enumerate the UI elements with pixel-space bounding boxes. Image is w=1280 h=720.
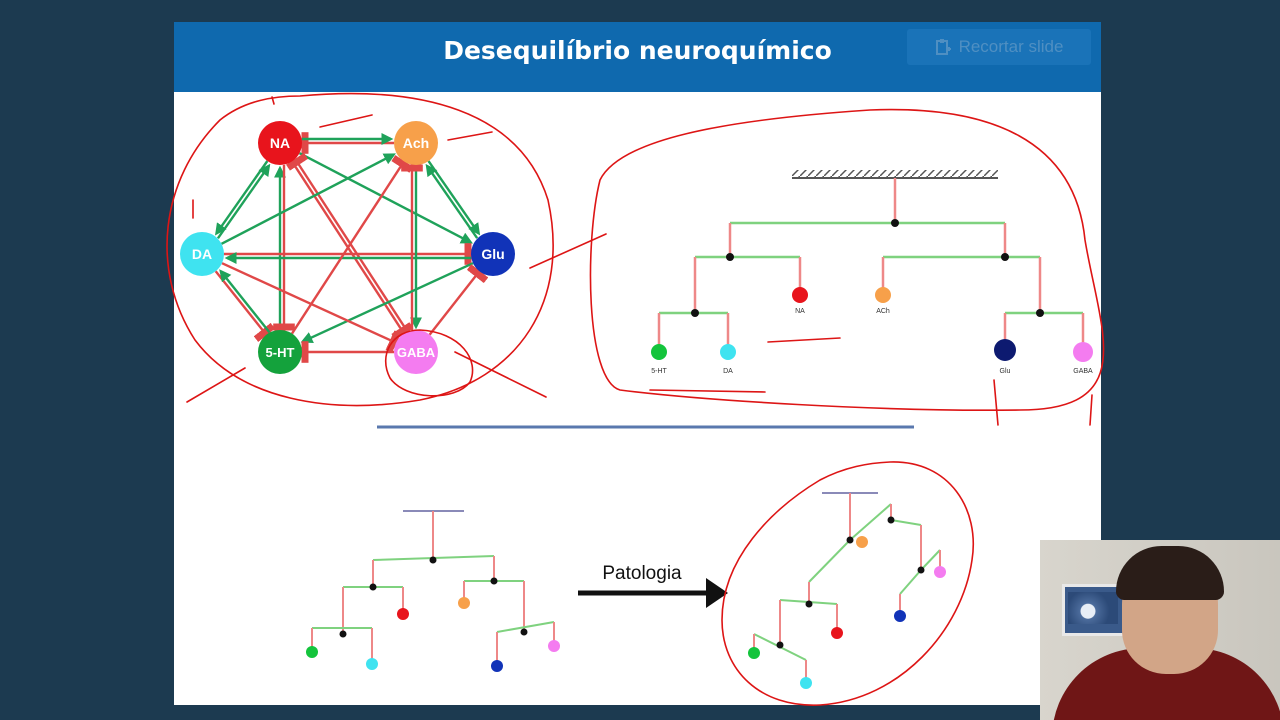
clip-slide-label: Recortar slide <box>958 37 1064 56</box>
dendrogram-root-bar <box>792 170 998 178</box>
leaf-label-5ht: 5-HT <box>651 368 667 375</box>
annotation-network-circle <box>166 92 554 407</box>
healthy-dendrogram: NA ACh 5-HT DA Glu GABA <box>651 170 1093 375</box>
pathological-dendrogram <box>753 492 941 682</box>
network-edges <box>214 132 489 363</box>
network-node-label-glu: Glu <box>481 246 504 262</box>
network-edge-5ht-to-ach <box>290 155 414 335</box>
network-node-da <box>180 232 224 276</box>
leaf-ach <box>875 287 891 303</box>
leaf-label-na: NA <box>795 308 805 315</box>
network-edge-da-to-gaba <box>221 262 402 353</box>
network-edge-na-to-da <box>214 160 269 236</box>
slide-title: Desequilíbrio neuroquímico <box>443 36 832 65</box>
clip-slide-icon <box>935 39 951 55</box>
network-node-label-5ht: 5-HT <box>266 345 295 360</box>
clip-slide-button[interactable]: Recortar slide <box>907 29 1091 65</box>
network-node-gaba <box>394 330 438 374</box>
leaf-label-glu: Glu <box>1000 368 1011 375</box>
leaf-label-ach: ACh <box>876 308 890 315</box>
network-node-glu <box>471 232 515 276</box>
network-node-ach <box>394 121 438 165</box>
leaf-glu <box>994 339 1016 361</box>
network-node-5ht <box>258 330 302 374</box>
leaf-5ht <box>651 344 667 360</box>
leaf-label-gaba: GABA <box>1073 368 1093 375</box>
leaf-da <box>720 344 736 360</box>
network-node-label-da: DA <box>192 246 212 262</box>
annotation-strokes <box>166 92 1105 706</box>
network-edge-ach-to-glu <box>427 160 481 236</box>
network-node-label-gaba: GABA <box>397 345 436 360</box>
pathology-label: Patologia <box>602 563 682 584</box>
leaf-gaba <box>1073 342 1093 362</box>
annotation-gaba-circle <box>385 329 474 397</box>
webcam-overlay <box>1040 540 1280 720</box>
pathological-dendrogram-nodes <box>748 516 946 689</box>
network-edge-na-to-glu <box>298 152 473 244</box>
slide-header: Desequilíbrio neuroquímico Recortar slid… <box>174 22 1101 92</box>
leaf-label-da: DA <box>723 368 733 375</box>
pathology-arrow: Patologia <box>578 563 728 608</box>
network-edge-gaba-to-glu <box>428 264 489 336</box>
leaf-na <box>792 287 808 303</box>
network-node-label-ach: Ach <box>403 135 429 151</box>
network-edge-da-to-ach <box>220 153 396 245</box>
network-edge-glu-to-5ht <box>300 262 474 343</box>
network-node-na <box>258 121 302 165</box>
network-edge-na-to-gaba <box>290 160 414 340</box>
network-edge-5ht-to-da <box>219 269 271 334</box>
normal-dendrogram-nodes <box>306 556 560 672</box>
normal-dendrogram-small <box>311 510 555 664</box>
annotation-pathology-circle <box>721 461 974 706</box>
network-edge-glu-to-ach <box>425 163 479 239</box>
network-edge-da-to-na <box>216 163 271 239</box>
network-node-label-na: NA <box>270 135 290 151</box>
annotation-tree-circle <box>589 108 1105 412</box>
